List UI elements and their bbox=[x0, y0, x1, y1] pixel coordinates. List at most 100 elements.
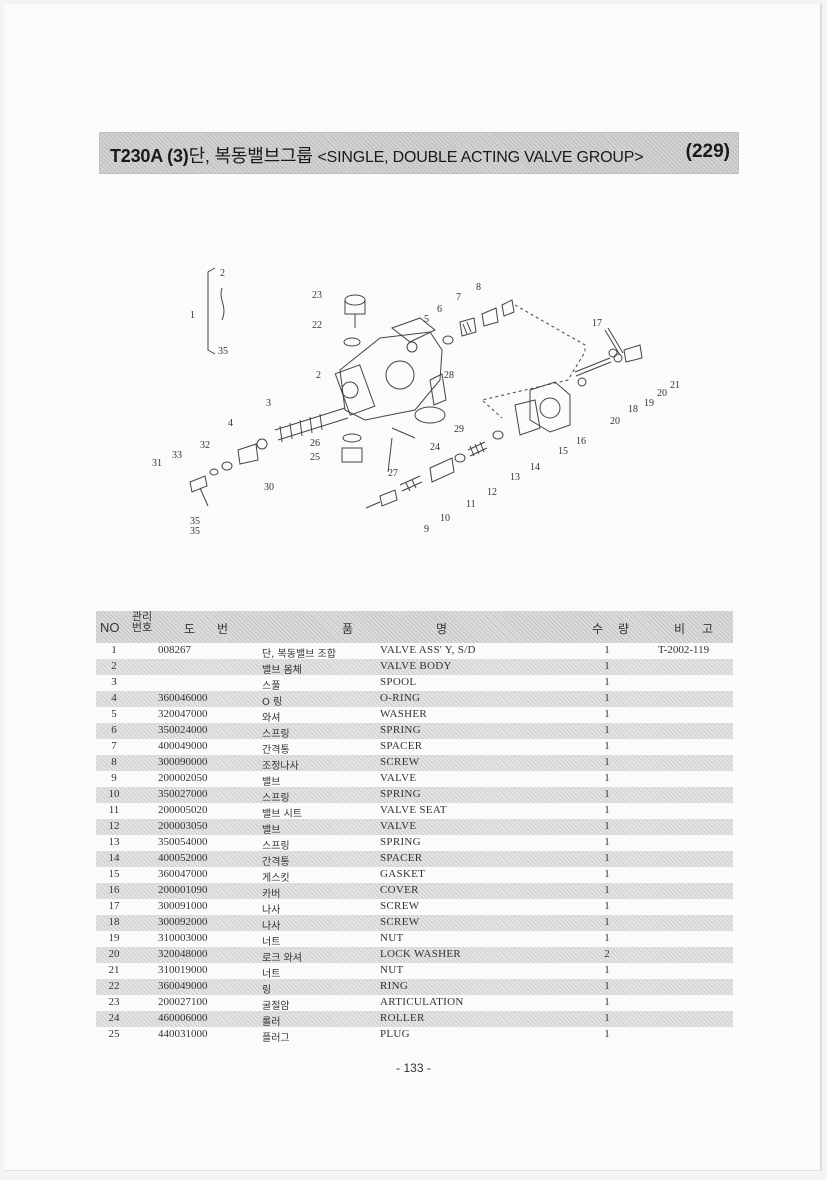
svg-text:8: 8 bbox=[476, 282, 481, 293]
row-name-english: ROLLER bbox=[380, 1012, 425, 1024]
row-name-english: VALVE SEAT bbox=[380, 804, 447, 816]
row-name-english: SCREW bbox=[380, 916, 420, 928]
row-name-korean: 플러그 bbox=[262, 1033, 290, 1044]
row-name-english: O-RING bbox=[380, 692, 421, 704]
svg-text:9: 9 bbox=[424, 524, 429, 535]
page-number: - 133 - bbox=[396, 1061, 431, 1075]
row-quantity: 1 bbox=[604, 660, 610, 672]
row-name-korean: 단, 복동밸브 조합 bbox=[262, 649, 336, 660]
row-name-korean: 로크 와셔 bbox=[262, 953, 302, 964]
row-quantity: 1 bbox=[604, 916, 610, 928]
row-quantity: 1 bbox=[604, 724, 610, 736]
title-english: <SINGLE, DOUBLE ACTING VALVE GROUP> bbox=[317, 149, 644, 166]
row-no: 21 bbox=[108, 964, 120, 976]
row-remark: T-2002-119 bbox=[658, 644, 710, 656]
row-name-korean: 밸브 bbox=[262, 777, 281, 788]
row-no: 2 bbox=[111, 660, 117, 672]
svg-text:3: 3 bbox=[266, 398, 271, 409]
row-no: 5 bbox=[111, 708, 117, 720]
row-name-english: LOCK WASHER bbox=[380, 948, 462, 960]
row-no: 19 bbox=[108, 932, 120, 944]
row-name-english: VALVE bbox=[380, 772, 417, 784]
row-no: 20 bbox=[108, 948, 120, 960]
svg-text:35: 35 bbox=[190, 526, 200, 537]
row-quantity: 1 bbox=[604, 1012, 610, 1024]
row-name-korean: 밸브 bbox=[262, 825, 281, 836]
exploded-parts-diagram: 2 1 35 23 22 8 7 6 5 17 21 20 19 18 20 2… bbox=[152, 267, 680, 537]
row-quantity: 1 bbox=[604, 836, 610, 848]
row-part-number: 008267 bbox=[158, 644, 191, 656]
row-name-korean: 너트 bbox=[262, 937, 281, 948]
row-name-korean: 간격통 bbox=[262, 745, 290, 756]
row-no: 4 bbox=[111, 692, 117, 704]
row-name-korean: 카버 bbox=[262, 889, 281, 900]
svg-text:35: 35 bbox=[190, 516, 200, 527]
svg-text:35: 35 bbox=[218, 346, 228, 357]
svg-text:20: 20 bbox=[657, 388, 667, 399]
row-name-korean: 와셔 bbox=[262, 713, 281, 724]
row-part-number: 350054000 bbox=[158, 836, 208, 848]
row-no: 7 bbox=[111, 740, 117, 752]
row-no: 12 bbox=[108, 820, 120, 832]
row-part-number: 200005020 bbox=[158, 804, 208, 816]
row-no: 22 bbox=[108, 980, 120, 992]
row-name-english: GASKET bbox=[380, 868, 426, 880]
svg-text:31: 31 bbox=[152, 458, 162, 469]
row-no: 6 bbox=[111, 724, 117, 736]
header-qty-1: 수 bbox=[592, 622, 604, 636]
svg-text:33: 33 bbox=[172, 450, 182, 461]
svg-text:27: 27 bbox=[388, 468, 398, 479]
header-name-2: 명 bbox=[436, 622, 448, 636]
svg-text:18: 18 bbox=[628, 404, 638, 415]
row-part-number: 310003000 bbox=[158, 932, 208, 944]
svg-text:11: 11 bbox=[466, 499, 476, 510]
header-drawing-1: 도 bbox=[184, 622, 196, 636]
row-name-korean: 너트 bbox=[262, 969, 281, 980]
row-quantity: 1 bbox=[604, 980, 610, 992]
row-name-korean: 밸브 몸체 bbox=[262, 665, 302, 676]
row-part-number: 200027100 bbox=[158, 996, 208, 1008]
row-name-english: RING bbox=[380, 980, 409, 992]
svg-text:6: 6 bbox=[437, 304, 442, 315]
row-quantity: 1 bbox=[604, 868, 610, 880]
row-no: 3 bbox=[111, 676, 117, 688]
row-part-number: 300092000 bbox=[158, 916, 208, 928]
svg-text:12: 12 bbox=[487, 487, 497, 498]
row-name-english: SPACER bbox=[380, 852, 423, 864]
row-no: 10 bbox=[108, 788, 120, 800]
row-part-number: 360047000 bbox=[158, 868, 208, 880]
row-no: 17 bbox=[108, 900, 120, 912]
row-name-english: NUT bbox=[380, 964, 404, 976]
row-quantity: 1 bbox=[604, 644, 610, 656]
row-part-number: 300091000 bbox=[158, 900, 208, 912]
row-name-english: WASHER bbox=[380, 708, 428, 720]
row-no: 8 bbox=[111, 756, 117, 768]
row-name-korean: 롤러 bbox=[262, 1017, 281, 1028]
row-name-english: NUT bbox=[380, 932, 404, 944]
row-part-number: 400052000 bbox=[158, 852, 208, 864]
row-quantity: 2 bbox=[604, 948, 610, 960]
header-drawing-2: 번 bbox=[217, 622, 229, 636]
row-name-korean: 스풀 bbox=[262, 681, 281, 692]
row-part-number: 200002050 bbox=[158, 772, 208, 784]
row-name-english: SPACER bbox=[380, 740, 423, 752]
svg-text:10: 10 bbox=[440, 513, 450, 524]
row-name-english: SPRING bbox=[380, 724, 421, 736]
header-remark-1: 비 bbox=[674, 622, 686, 636]
row-quantity: 1 bbox=[604, 1028, 610, 1040]
parts-table-header: NO 관리 번호 도 번 품 명 수 량 비 고 bbox=[96, 611, 733, 643]
svg-text:17: 17 bbox=[592, 318, 602, 329]
row-name-korean: 굴절암 bbox=[262, 1001, 290, 1012]
row-name-korean: O 링 bbox=[262, 697, 283, 708]
row-name-korean: 스프링 bbox=[262, 841, 290, 852]
row-no: 9 bbox=[111, 772, 117, 784]
